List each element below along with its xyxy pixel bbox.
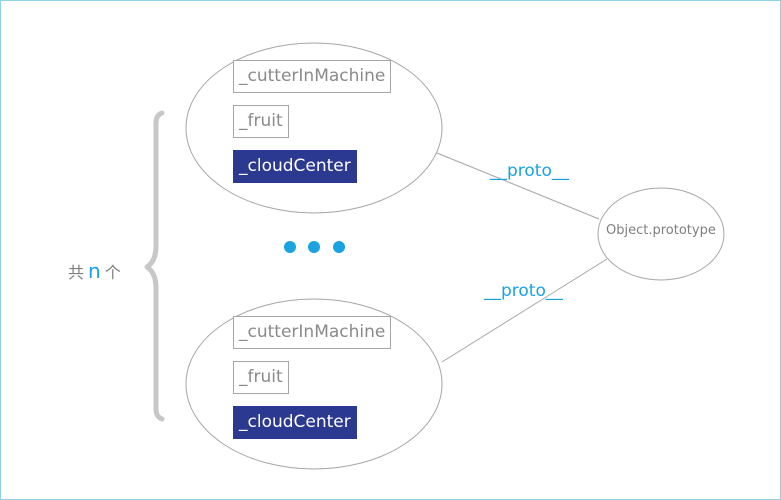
- member-label: _cloudCenter: [239, 412, 351, 432]
- member-box-cutter-in-machine: _cutterInMachine: [233, 316, 392, 349]
- proto-link-line-2: [441, 258, 608, 363]
- left-brace: [144, 110, 165, 422]
- member-box-fruit: _fruit: [233, 361, 289, 394]
- object-prototype-node: [597, 187, 725, 281]
- member-label: _fruit: [239, 111, 283, 131]
- object-prototype-label: Object.prototype: [606, 223, 716, 238]
- member-label: _fruit: [239, 367, 283, 387]
- count-suffix: 个: [104, 263, 121, 282]
- member-label: _cutterInMachine: [239, 322, 386, 342]
- member-label: _cloudCenter: [239, 156, 351, 176]
- member-box-cloud-center: _cloudCenter: [233, 406, 357, 439]
- proto-link-label-2: __proto__: [484, 281, 563, 301]
- member-box-cutter-in-machine: _cutterInMachine: [233, 60, 392, 93]
- member-box-fruit: _fruit: [233, 105, 289, 138]
- member-label: _cutterInMachine: [239, 66, 386, 86]
- proto-link-line-1: [436, 152, 600, 220]
- proto-link-label-1: __proto__: [490, 161, 569, 181]
- count-prefix: 共: [68, 263, 85, 282]
- ellipsis-dot-3: [333, 241, 345, 253]
- ellipsis-dot-2: [308, 241, 320, 253]
- count-variable: n: [88, 259, 101, 283]
- ellipsis-dot-1: [284, 241, 296, 253]
- member-box-cloud-center: _cloudCenter: [233, 150, 357, 183]
